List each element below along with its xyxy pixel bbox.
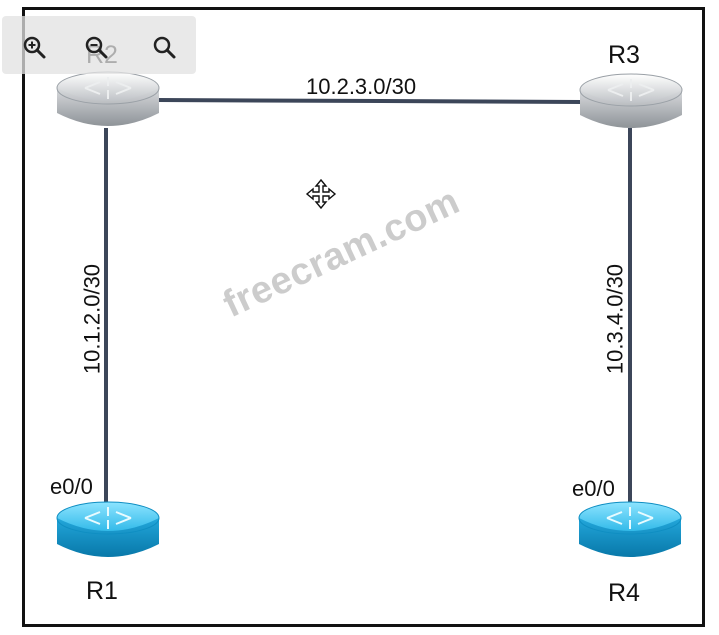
router-r3-label: R3 bbox=[608, 41, 640, 69]
interface-r1-label: e0/0 bbox=[50, 474, 93, 499]
subnet-r2-r3-label: 10.2.3.0/30 bbox=[306, 74, 417, 99]
subnet-r3-r4-label: 10.3.4.0/30 bbox=[602, 263, 628, 375]
router-r2-icon[interactable] bbox=[56, 71, 160, 126]
move-cursor-icon bbox=[305, 178, 337, 210]
subnet-r2-r1-label: 10.1.2.0/30 bbox=[79, 263, 105, 375]
zoom-in-icon[interactable] bbox=[20, 33, 48, 61]
router-r3-icon[interactable] bbox=[579, 73, 683, 128]
router-r4-label: R4 bbox=[608, 579, 640, 607]
router-r4-icon[interactable] bbox=[578, 501, 682, 557]
zoom-out-icon[interactable] bbox=[82, 33, 110, 61]
interface-r4-label: e0/0 bbox=[572, 476, 615, 501]
search-icon[interactable] bbox=[150, 33, 178, 61]
link-r2-r3[interactable] bbox=[156, 98, 583, 104]
router-r1-label: R1 bbox=[86, 577, 118, 605]
zoom-toolbar bbox=[2, 16, 196, 74]
router-r1-icon[interactable] bbox=[56, 501, 160, 557]
